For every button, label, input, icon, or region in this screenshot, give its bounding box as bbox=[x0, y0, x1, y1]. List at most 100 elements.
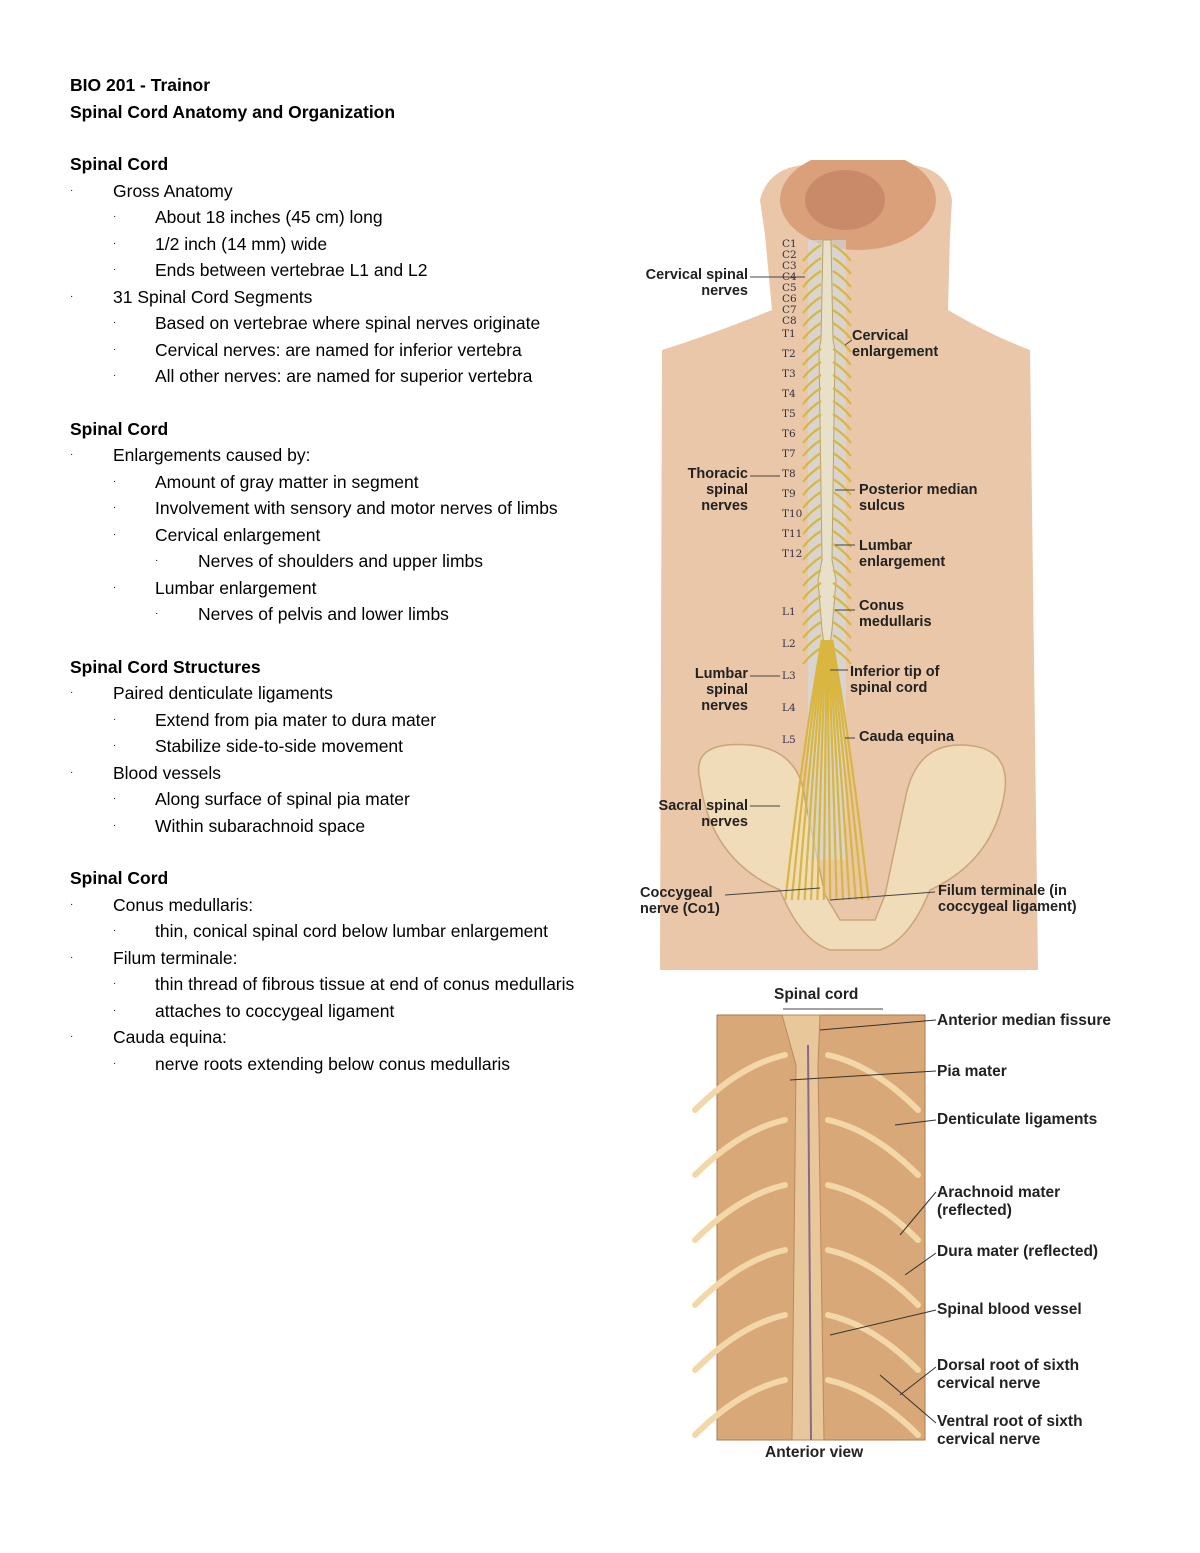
segment-label: C4 bbox=[782, 271, 797, 283]
spinal-nerve bbox=[802, 400, 822, 418]
segment-label: T3 bbox=[782, 368, 796, 380]
list-item-text: Blood vessels bbox=[113, 762, 221, 783]
spinal-nerve bbox=[802, 543, 822, 561]
section-gap bbox=[70, 390, 650, 416]
list-item: · Cauda equina: bbox=[70, 1024, 650, 1051]
spinal-nerve bbox=[802, 478, 822, 496]
bullet: · bbox=[70, 1031, 74, 1042]
spinal-nerve bbox=[832, 244, 852, 262]
notes-column: BIO 201 - Trainor Spinal Cord Anatomy an… bbox=[70, 72, 650, 1077]
spinal-nerve bbox=[802, 608, 822, 626]
list-item: ·1/2 inch (14 mm) wide bbox=[70, 231, 650, 258]
label-cervical-enlargement: Cervical enlargement bbox=[852, 328, 939, 360]
list-item: ·Ends between vertebrae L1 and L2 bbox=[70, 257, 650, 284]
bullet: · bbox=[70, 951, 74, 963]
cauda-equina-root bbox=[826, 639, 832, 901]
segment-label: C3 bbox=[782, 260, 797, 272]
bullet: · bbox=[70, 290, 74, 302]
bullet: · bbox=[70, 687, 74, 698]
spinal-nerve bbox=[802, 582, 822, 600]
photo-label: Anterior median fissure bbox=[937, 1012, 1111, 1029]
list-item: ·Stabilize side-to-side movement bbox=[70, 733, 650, 760]
leader-lines bbox=[724, 276, 936, 901]
spinal-nerve bbox=[802, 270, 822, 288]
bullet: · bbox=[113, 370, 117, 381]
segment-label: T5 bbox=[782, 408, 796, 420]
segment-label: T2 bbox=[782, 348, 796, 360]
segment-label: T9 bbox=[782, 488, 796, 500]
photo-leader-lines bbox=[789, 1019, 937, 1424]
spinal-nerve bbox=[832, 543, 852, 561]
list-item: ·attaches to coccygeal ligament bbox=[70, 998, 650, 1025]
spinal-nerve bbox=[802, 504, 822, 522]
spinal-nerves bbox=[784, 244, 870, 901]
spinal-nerve bbox=[832, 296, 852, 314]
photo-nerve-root bbox=[692, 1182, 788, 1243]
spinal-nerve bbox=[802, 595, 822, 613]
spinal-nerve bbox=[832, 439, 852, 457]
spinal-nerve bbox=[802, 465, 822, 483]
list-item: ·Extend from pia mater to dura mater bbox=[70, 707, 650, 734]
segment-label: L1 bbox=[782, 606, 796, 618]
list-item-text: Amount of gray matter in segment bbox=[155, 471, 419, 492]
bullet: · bbox=[113, 581, 117, 593]
bullet: · bbox=[70, 766, 74, 778]
list-item-text: Cervical enlargement bbox=[155, 524, 321, 545]
section-gap bbox=[70, 839, 650, 865]
spinal-nerve bbox=[802, 530, 822, 548]
list-item: ·Enlargements caused by: bbox=[70, 442, 650, 469]
photo-nerve-root bbox=[825, 1182, 921, 1243]
list-item: ·About 18 inches (45 cm) long bbox=[70, 204, 650, 231]
list-item: ·Conus medullaris: bbox=[70, 892, 650, 919]
photo-label: Spinal blood vessel bbox=[937, 1301, 1082, 1318]
label-lumbar-enlargement: Lumbar enlargement bbox=[859, 538, 946, 570]
section-heading: Spinal Cord bbox=[70, 418, 169, 439]
segment-label: C1 bbox=[782, 238, 797, 250]
spinal-nerve bbox=[802, 335, 822, 353]
list-item: ·Nerves of pelvis and lower limbs bbox=[70, 601, 650, 628]
spinal-nerve bbox=[832, 504, 852, 522]
list-item-text: Nerves of shoulders and upper limbs bbox=[198, 551, 484, 571]
spinal-nerve bbox=[802, 621, 822, 639]
list-item-text: Along surface of spinal pia mater bbox=[155, 789, 410, 809]
spinal-nerve bbox=[832, 348, 852, 366]
bullet: · bbox=[70, 449, 74, 460]
spinal-nerve bbox=[832, 491, 852, 509]
list-item: ·Filum terminale: bbox=[70, 945, 650, 972]
list-item-text: Conus medullaris: bbox=[113, 894, 254, 915]
list-item-text: attaches to coccygeal ligament bbox=[155, 1000, 395, 1021]
segment-label: T8 bbox=[782, 468, 796, 480]
photo-label: Ventral root of sixth cervical nerve bbox=[937, 1413, 1083, 1448]
segment-label: C6 bbox=[782, 293, 797, 305]
cauda-equina-root bbox=[797, 639, 825, 901]
spinal-nerve bbox=[802, 296, 822, 314]
segment-label: T4 bbox=[782, 388, 796, 400]
list-item: ·Nerves of shoulders and upper limbs bbox=[70, 548, 650, 575]
bullet: · bbox=[113, 502, 117, 513]
pelvis-bone bbox=[697, 743, 1007, 951]
spinal-nerve bbox=[802, 283, 822, 301]
segment-label: T7 bbox=[782, 448, 796, 460]
list-item-text: Stabilize side-to-side movement bbox=[155, 736, 404, 756]
list-item-text: Nerves of pelvis and lower limbs bbox=[198, 604, 449, 624]
list-item-text: 31 Spinal Cord Segments bbox=[113, 286, 313, 307]
photo-nerve-root bbox=[692, 1247, 788, 1308]
spinal-nerve bbox=[802, 348, 822, 366]
list-item: ·All other nerves: are named for superio… bbox=[70, 363, 650, 390]
spinal-nerve bbox=[832, 400, 852, 418]
list-item: ·Gross Anatomy bbox=[70, 178, 650, 205]
spinal-nerve bbox=[832, 335, 852, 353]
list-item-text: Cauda equina: bbox=[113, 1027, 227, 1047]
spinal-nerve bbox=[832, 283, 852, 301]
bullet: · bbox=[113, 819, 117, 831]
list-item-text: Gross Anatomy bbox=[113, 180, 233, 201]
photo-label: Denticulate ligaments bbox=[937, 1111, 1098, 1128]
bullet: · bbox=[113, 264, 117, 275]
list-item: ·nerve roots extending below conus medul… bbox=[70, 1051, 650, 1078]
bullet: · bbox=[113, 475, 117, 487]
label-cervical-spinal-nerves: Cervical spinal nerves bbox=[645, 267, 748, 299]
cerebellum bbox=[805, 170, 885, 230]
section-gap bbox=[70, 628, 650, 654]
